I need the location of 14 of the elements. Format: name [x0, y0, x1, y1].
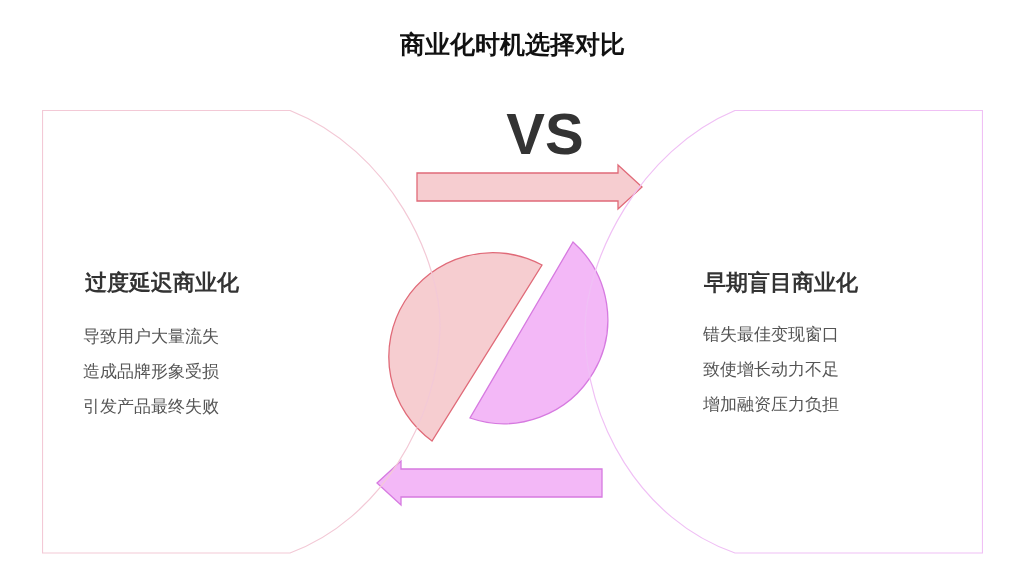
- vs-label: VS: [505, 100, 585, 167]
- bullet-text: 致使增长动力不足: [703, 358, 839, 381]
- bullet-text: 造成品牌形象受损: [83, 360, 219, 383]
- block-arrow: [376, 459, 603, 507]
- bullet-text: 引发产品最终失败: [83, 395, 219, 418]
- panel-heading: 早期盲目商业化: [704, 269, 858, 297]
- panel-heading: 过度延迟商业化: [85, 269, 239, 297]
- bullet-text: 导致用户大量流失: [83, 325, 219, 348]
- title: 商业化时机选择对比: [398, 29, 626, 61]
- bullet-text: 增加融资压力负担: [703, 393, 839, 416]
- block-arrow: [416, 163, 643, 211]
- bullet-text: 错失最佳变现窗口: [703, 323, 839, 346]
- panel: [42, 110, 442, 554]
- panel: [584, 110, 983, 554]
